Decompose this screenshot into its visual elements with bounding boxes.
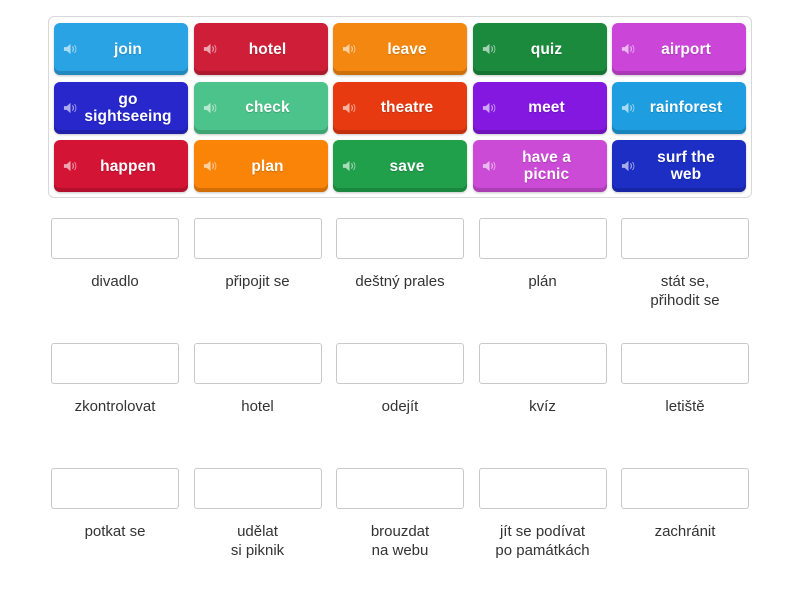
word-tile[interactable]: save [333,140,467,192]
drop-zone[interactable] [336,468,464,509]
answer-cell: stát se, přihodit se [618,206,752,331]
word-tile-label: airport [661,40,711,58]
word-tile[interactable]: theatre [333,81,467,134]
answer-label: zachránit [654,523,716,540]
answer-label: plán [528,273,557,290]
drop-zone[interactable] [51,218,179,259]
word-tile[interactable]: join [54,23,188,75]
drop-zone[interactable] [51,343,179,384]
speaker-icon[interactable] [203,42,218,56]
answer-cell: zkontrolovat [48,331,182,456]
speaker-icon[interactable] [342,101,357,115]
speaker-icon[interactable] [203,101,218,115]
answer-label: divadlo [91,273,139,290]
answer-label: udělat si piknik [230,523,285,559]
drop-zone[interactable] [478,218,607,259]
word-tile-label: save [389,157,425,175]
answer-label: hotel [241,398,274,415]
speaker-icon[interactable] [482,159,497,173]
answer-cell: kvíz [476,331,610,456]
tile-row: join hotel leave quiz airport [54,23,746,75]
word-tile[interactable]: airport [612,23,746,75]
word-tile-label: join [114,40,142,58]
word-tile[interactable]: rainforest [612,81,746,134]
answer-row: potkat se udělat si piknik brouzdat na web… [48,456,752,581]
answer-label: stát se, přihodit se [650,273,720,309]
answer-row: divadlo připojit se deštný prales plán stát … [48,206,752,331]
speaker-icon[interactable] [63,101,78,115]
drop-zone[interactable] [478,343,607,384]
answer-label: brouzdat na webu [370,523,430,559]
speaker-icon[interactable] [342,159,357,173]
word-tile-label: quiz [530,40,563,58]
word-tile-tray: join hotel leave quiz airport go sightseeing… [48,16,752,198]
drop-zone[interactable] [51,468,179,509]
answer-label: potkat se [84,523,146,540]
answer-cell: brouzdat na webu [333,456,467,581]
word-tile-label: have a picnic [522,149,571,183]
speaker-icon[interactable] [482,101,497,115]
answer-cell: letiště [618,331,752,456]
word-tile[interactable]: meet [472,81,607,134]
answer-cell: udělat si piknik [191,456,325,581]
word-tile[interactable]: hotel [193,23,328,75]
word-tile-label: theatre [380,99,434,116]
word-tile[interactable]: go sightseeing [54,81,188,134]
answer-cell: zachránit [618,456,752,581]
drop-zone[interactable] [336,343,464,384]
answer-cell: divadlo [48,206,182,331]
word-tile-label: happen [100,157,156,175]
word-tile[interactable]: surf the web [612,140,746,192]
word-tile[interactable]: have a picnic [472,140,607,192]
word-tile-label: check [245,99,290,116]
drop-zone[interactable] [336,218,464,259]
speaker-icon[interactable] [342,42,357,56]
speaker-icon[interactable] [621,101,636,115]
word-tile-label: rainforest [649,99,723,116]
drop-zone[interactable] [621,468,749,509]
drop-zone[interactable] [621,343,749,384]
tile-row: go sightseeing check theatre meet rainforest [54,81,746,134]
speaker-icon[interactable] [621,42,636,56]
word-tile-label: plan [251,157,284,175]
word-tile-label: hotel [248,40,287,58]
speaker-icon[interactable] [482,42,497,56]
answer-label: zkontrolovat [74,398,156,415]
speaker-icon[interactable] [63,42,78,56]
answer-cell: hotel [191,331,325,456]
answer-cell: deštný prales [333,206,467,331]
answer-cell: odejít [333,331,467,456]
answer-label: jít se podívat po památkách [495,523,590,559]
word-tile[interactable]: check [193,81,328,134]
word-tile[interactable]: happen [54,140,188,192]
answer-row: zkontrolovat hotel odejít kvíz letiště [48,331,752,456]
answer-label: deštný prales [355,273,445,290]
word-tile-label: surf the web [657,149,715,183]
word-tile-label: leave [387,40,427,58]
drop-zone[interactable] [621,218,749,259]
word-tile-label: go sightseeing [84,90,172,125]
answer-cell: potkat se [48,456,182,581]
drop-zone[interactable] [193,218,322,259]
drop-zone[interactable] [478,468,607,509]
word-tile[interactable]: plan [193,140,328,192]
answer-cell: jít se podívat po památkách [476,456,610,581]
answer-label: letiště [665,398,705,415]
word-tile[interactable]: quiz [472,23,607,75]
speaker-icon[interactable] [203,159,218,173]
answer-grid: divadlo připojit se deštný prales plán stát … [48,206,752,581]
drop-zone[interactable] [193,468,322,509]
speaker-icon[interactable] [63,159,78,173]
drop-zone[interactable] [193,343,322,384]
word-tile[interactable]: leave [333,23,467,75]
answer-cell: připojit se [191,206,325,331]
answer-cell: plán [476,206,610,331]
answer-label: připojit se [225,273,290,290]
answer-label: odejít [381,398,419,415]
answer-label: kvíz [529,398,556,415]
tile-row: happen plan save have a picnic surf the web [54,140,746,192]
speaker-icon[interactable] [621,159,636,173]
word-tile-label: meet [528,99,565,116]
